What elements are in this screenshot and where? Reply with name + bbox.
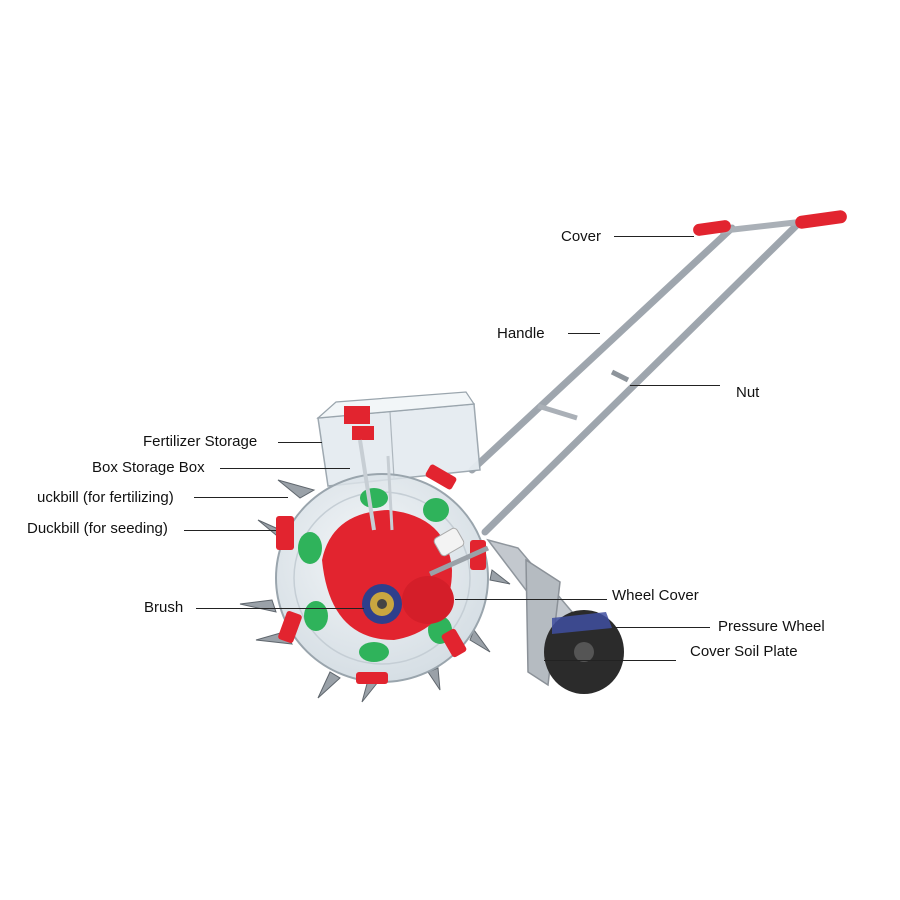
label-fertilizer-storage: Fertilizer Storage: [143, 433, 258, 450]
leader-cover: [614, 236, 694, 237]
label-handle: Handle: [497, 325, 545, 342]
seeding-wheel: [239, 439, 511, 703]
leader-cover-soil-plate: [544, 660, 676, 661]
label-cover-soil-plate: Cover Soil Plate: [690, 643, 798, 660]
label-pressure-wheel: Pressure Wheel: [718, 618, 825, 635]
handle-frame: [468, 218, 809, 536]
leader-duckbill-fertilizing: [194, 497, 288, 498]
leader-wheel-cover: [455, 599, 607, 600]
leader-fertilizer-storage: [278, 442, 322, 443]
leader-brush: [196, 608, 364, 609]
label-box-storage-box: Box Storage Box: [92, 459, 205, 476]
label-duckbill-seeding: Duckbill (for seeding): [27, 520, 168, 537]
label-brush: Brush: [144, 599, 184, 616]
brush-disc: [362, 584, 402, 624]
leader-duckbill-seeding: [184, 530, 276, 531]
label-nut: Nut: [736, 384, 760, 401]
leader-pressure-wheel: [614, 627, 710, 628]
leader-handle: [568, 333, 600, 334]
cover-grips: [693, 210, 847, 236]
label-wheel-cover: Wheel Cover: [612, 587, 699, 604]
pressure-wheel: [544, 610, 624, 694]
storage-box: [316, 391, 481, 487]
leader-box-storage-box: [220, 468, 350, 469]
label-duckbill-fertilizing: uckbill (for fertilizing): [37, 489, 174, 506]
label-cover: Cover: [561, 228, 602, 245]
leader-nut: [630, 385, 720, 386]
